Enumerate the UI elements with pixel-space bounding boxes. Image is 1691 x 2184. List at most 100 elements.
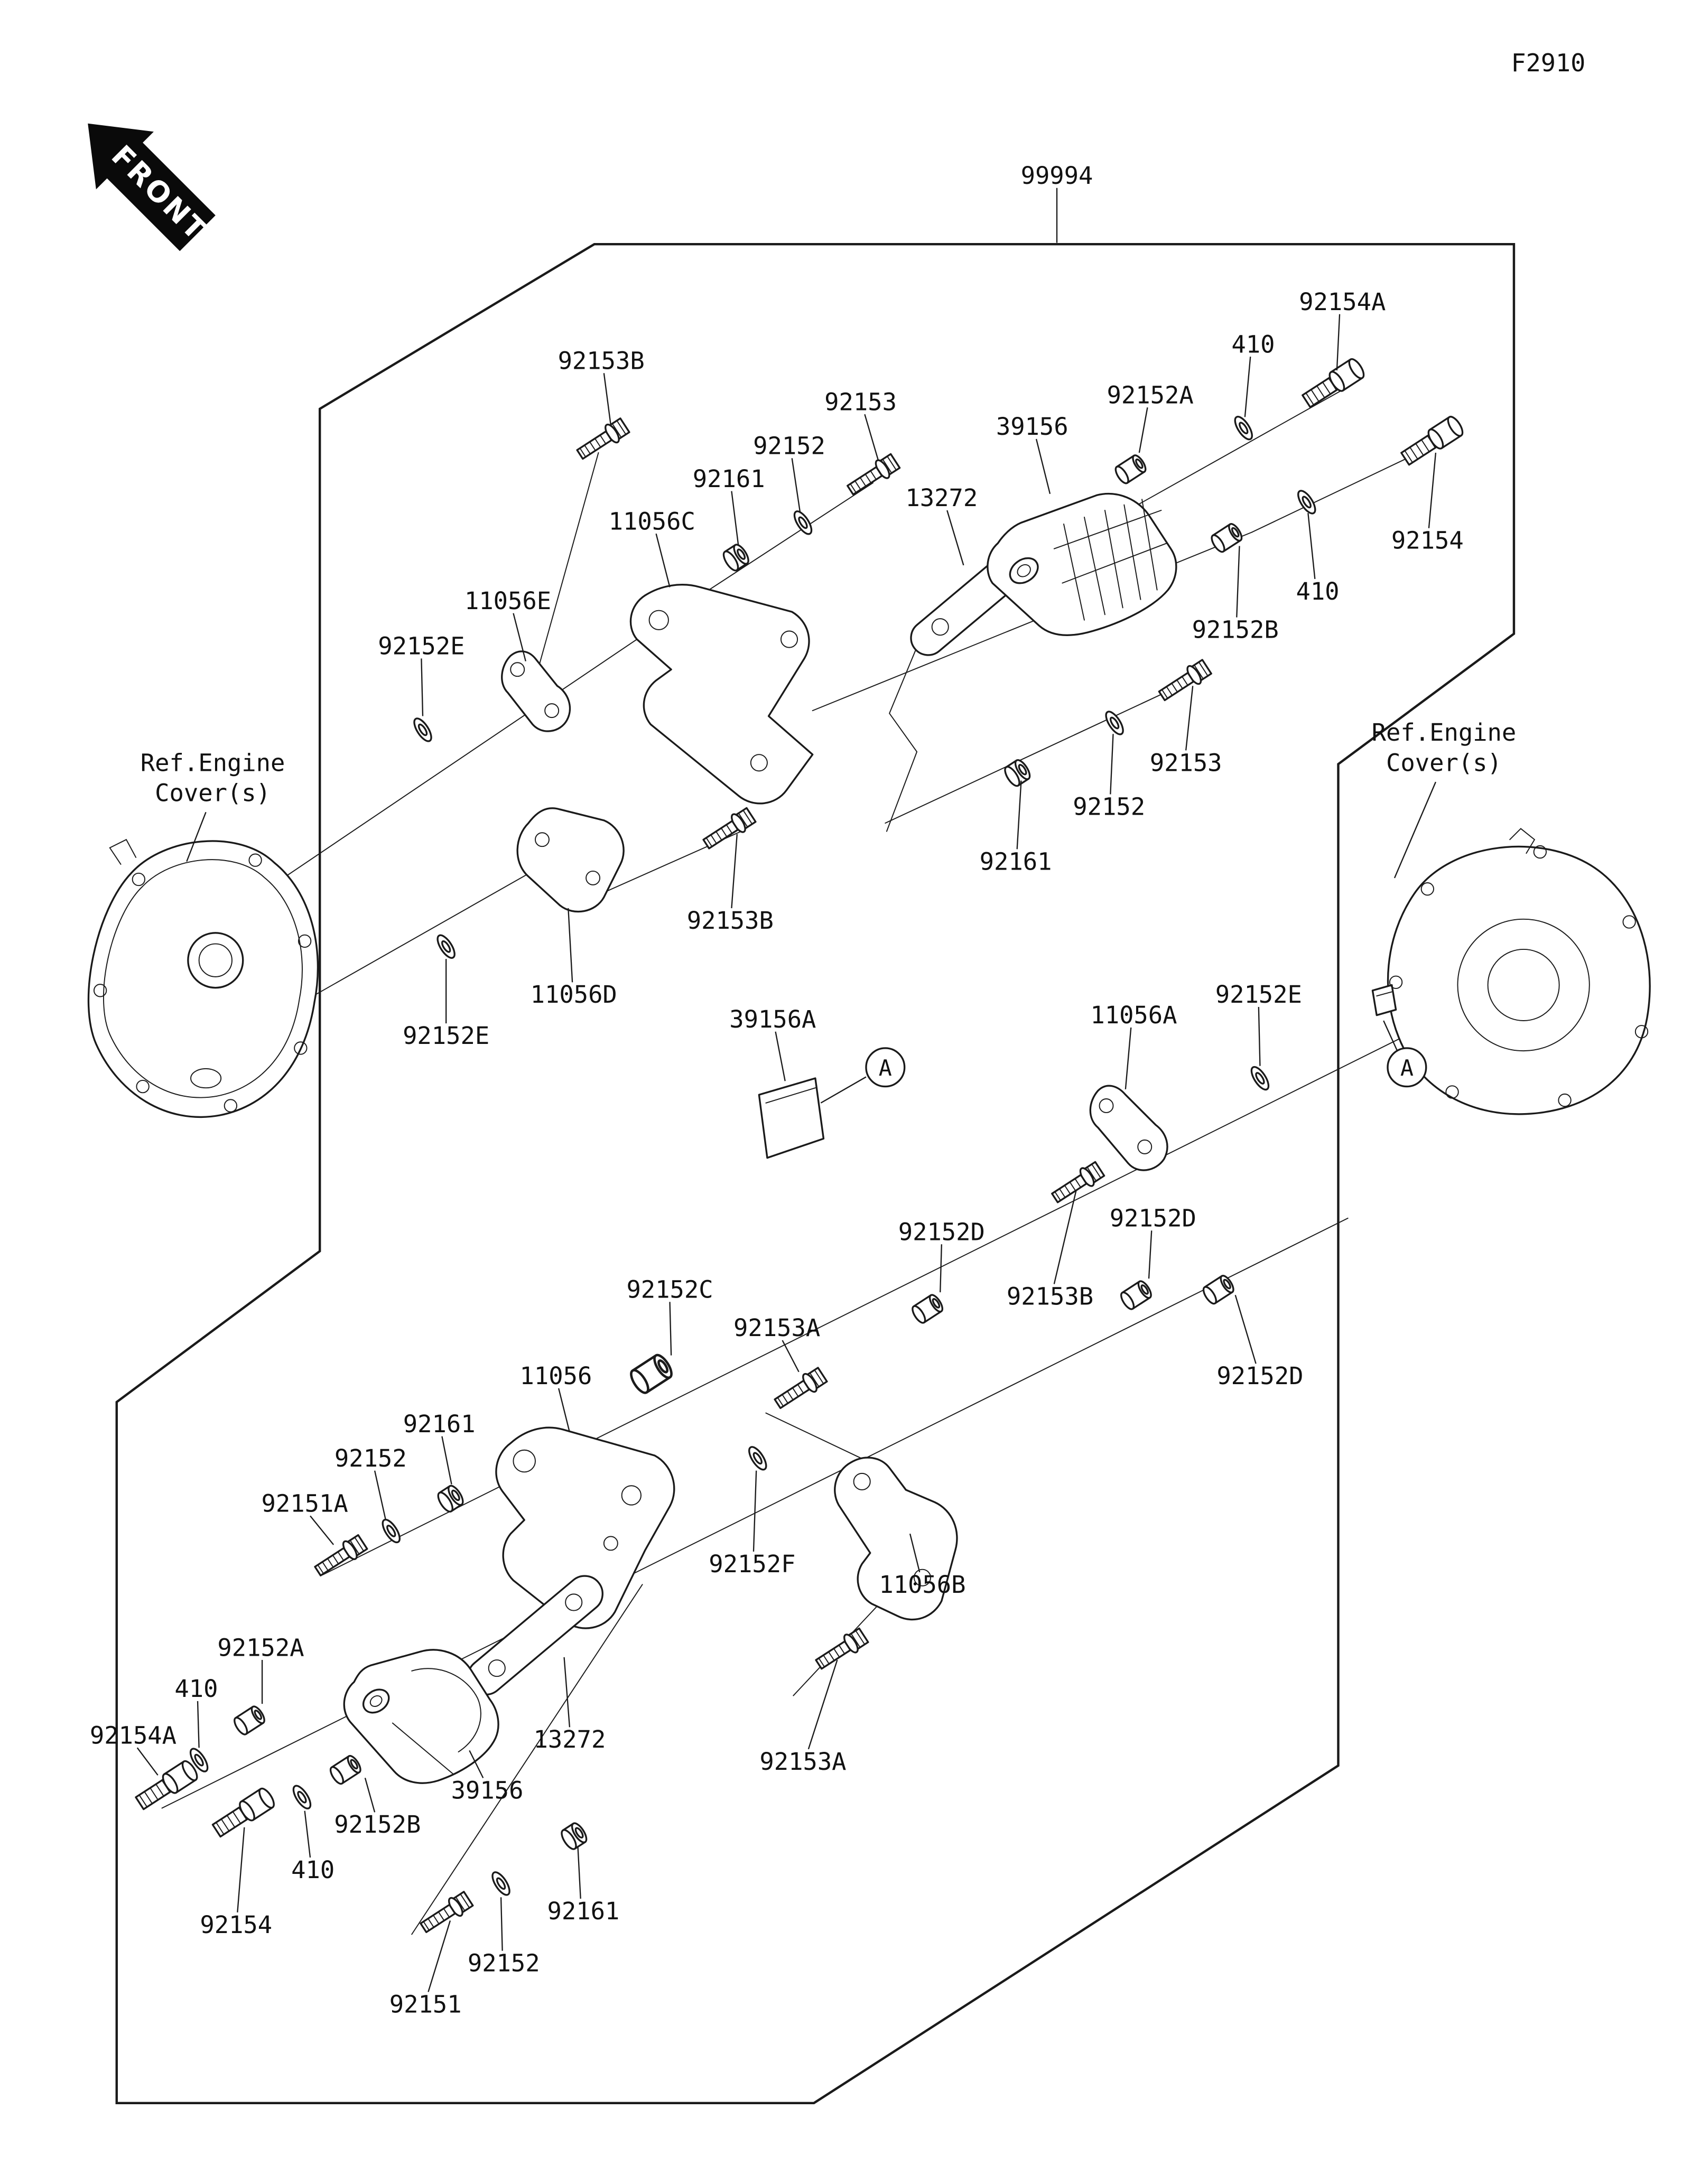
leader-line	[421, 658, 424, 716]
damper-92161-lower1	[434, 1482, 467, 1515]
washer-92152-mid	[1102, 708, 1127, 738]
part-label-410: 410	[1296, 577, 1339, 605]
leader-line	[940, 1244, 942, 1293]
leader-line	[946, 510, 964, 566]
damper-92161-upper	[720, 542, 752, 574]
bolt-92153B-upper	[573, 415, 631, 464]
part-label-92152E: 92152E	[1215, 981, 1302, 1009]
part-label-92152E: 92152E	[403, 1022, 489, 1050]
part-label-39156A: 39156A	[729, 1005, 816, 1033]
part-label-92153B: 92153B	[687, 907, 774, 935]
leader-line	[807, 1659, 838, 1750]
engine-cover-right	[1371, 828, 1651, 1115]
part-label-11056D: 11056D	[531, 981, 617, 1009]
leader-line	[374, 1470, 387, 1520]
part-label-92151: 92151	[389, 1990, 462, 2018]
slider-39156-upper	[987, 492, 1177, 637]
bolt-92153-mid	[1155, 657, 1214, 706]
detail-marker-letter: A	[879, 1055, 892, 1081]
part-label-92151A: 92151A	[262, 1490, 348, 1518]
collar-92152D-c	[1200, 1273, 1237, 1306]
engine-cover-left	[87, 838, 319, 1118]
bolt-92153A-upper	[771, 1365, 829, 1414]
leader-line	[1110, 734, 1114, 795]
bracket-11056C	[629, 584, 814, 805]
pad-39156A	[758, 1077, 825, 1159]
front-arrow-shape	[88, 123, 216, 251]
part-label-99994: 99994	[1021, 162, 1093, 190]
washer-92152E-mid-right	[1247, 1063, 1273, 1094]
cover-bolt-holes	[93, 853, 312, 1113]
detail-marker-circle	[865, 1047, 906, 1088]
leader-line	[197, 1701, 200, 1748]
part-label-92152: 92152	[1073, 792, 1145, 820]
part-label-92152: 92152	[468, 1949, 540, 1977]
detail-marker-leader	[1383, 1020, 1398, 1051]
bolt-92153-upper	[843, 451, 902, 500]
bracket-11056E	[501, 650, 571, 732]
part-label-92152B: 92152B	[1192, 615, 1279, 643]
leader-line	[1185, 686, 1194, 751]
leader-line	[469, 1750, 484, 1778]
washer-92152E-upper	[410, 715, 435, 745]
washer-410-lower2	[289, 1782, 315, 1812]
leader-line	[1244, 357, 1251, 417]
washer-92152E-mid-left	[433, 931, 459, 962]
bolt-92153B-mid	[700, 805, 758, 854]
part-label-92153A: 92153A	[733, 1314, 820, 1342]
leader-line	[428, 1920, 451, 1992]
leader-line	[1125, 1027, 1132, 1089]
part-label-39156: 39156	[996, 413, 1069, 441]
front-arrow: FRONT	[88, 123, 216, 251]
leader-line	[1138, 407, 1148, 453]
collar-92152A-upper	[1112, 452, 1149, 487]
part-label-92154A: 92154A	[1299, 288, 1386, 316]
leader-line	[237, 1827, 245, 1912]
part-label-13272: 13272	[534, 1725, 606, 1753]
part-label-92152D: 92152D	[898, 1218, 985, 1246]
part-label-92152F: 92152F	[709, 1550, 795, 1578]
leader-line	[577, 1846, 581, 1899]
part-label-92152C: 92152C	[626, 1276, 713, 1304]
leader-line	[563, 1657, 571, 1728]
part-label-13272: 13272	[905, 484, 978, 512]
part-label-92153: 92153	[824, 388, 897, 416]
leader-line	[864, 414, 879, 461]
leader-line	[603, 373, 612, 426]
part-label-92152: 92152	[335, 1444, 407, 1472]
detail-marker-leader	[820, 1076, 867, 1104]
leader-line	[909, 1533, 921, 1573]
part-label-410: 410	[291, 1856, 335, 1884]
washer-410-upper	[1231, 413, 1257, 443]
leader-line	[775, 1031, 786, 1081]
ref-engine-cover-right: Ref.Engine Cover(s)	[1372, 718, 1516, 879]
leader-line	[1428, 452, 1437, 528]
part-label-11056E: 11056E	[464, 587, 551, 615]
leader-line	[1053, 1190, 1077, 1284]
brackets	[495, 584, 1168, 1629]
part-label-11056C: 11056C	[609, 507, 695, 535]
leader-line	[364, 1778, 376, 1813]
detail-marker-circle	[1387, 1047, 1427, 1088]
bracket-11056	[495, 1426, 675, 1629]
part-label-92161: 92161	[547, 1897, 619, 1925]
part-label-92152: 92152	[753, 432, 825, 460]
leader-line	[1258, 1006, 1261, 1066]
leader-line	[1035, 438, 1051, 494]
leader-line	[731, 491, 739, 546]
collar-92152C	[628, 1352, 674, 1395]
leader-line	[500, 1897, 503, 1951]
collar-92152D-b	[1118, 1278, 1155, 1312]
leader-line	[136, 1747, 159, 1776]
ref-label-left-line1: Ref.Engine	[141, 749, 285, 777]
ref-label-left-line2: Cover(s)	[155, 779, 271, 807]
leader-line	[791, 458, 801, 514]
leader-line	[1234, 1294, 1257, 1364]
part-label-92153B: 92153B	[558, 347, 645, 375]
collar-92152A-lower	[231, 1703, 268, 1738]
oil-filler-cap	[187, 932, 244, 989]
bolt-92153A-lower	[812, 1626, 870, 1674]
collar-92152B-lower	[327, 1753, 364, 1787]
